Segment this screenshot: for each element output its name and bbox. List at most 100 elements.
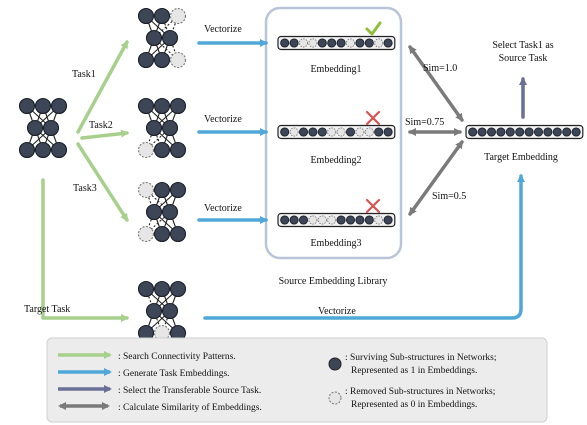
embedding-bit-1 — [524, 127, 534, 137]
surviving-node — [169, 181, 187, 199]
surviving-node — [137, 280, 155, 298]
embedding-bit-0 — [308, 38, 318, 48]
embedding-bit-0 — [374, 38, 384, 48]
embedding1-bar — [277, 35, 396, 51]
embedding-bit-1 — [336, 38, 346, 48]
surviving-node — [137, 7, 155, 25]
removed-node — [169, 7, 187, 25]
surviving-node — [145, 302, 163, 320]
embedding-bit-1 — [571, 127, 581, 137]
embedding-bit-1 — [515, 127, 525, 137]
legend-box — [46, 337, 548, 423]
legend-select: : Select the Transferable Source Task. — [118, 385, 261, 396]
surviving-node — [153, 280, 171, 298]
legend-search: : Search Connectivity Patterns. — [118, 352, 236, 362]
embedding-bit-1 — [355, 38, 365, 48]
select-label-line1: Select Task1 as — [492, 40, 553, 51]
surviving-node — [145, 119, 163, 137]
surviving-node — [50, 141, 68, 159]
surviving-node — [161, 203, 179, 221]
legend-surviving-1: : Surviving Sub-structures in Networks; — [345, 353, 496, 363]
embedding-bit-1 — [383, 38, 393, 48]
task3-network — [137, 181, 187, 243]
legend-surviving-2: Represented as 1 in Embeddings. — [351, 366, 477, 376]
embedding-bit-1 — [505, 127, 515, 137]
embedding-bit-1 — [289, 38, 299, 48]
sim2-label: Sim=0.75 — [405, 117, 444, 128]
vectorize-label-3: Vectorize — [204, 203, 242, 214]
embedding-bit-1 — [317, 38, 327, 48]
target-embedding-label: Target Embedding — [484, 152, 558, 163]
embedding-bit-0 — [298, 38, 309, 48]
surviving-node — [169, 97, 187, 115]
embedding-bar-frame — [277, 124, 396, 140]
surviving-node — [153, 7, 171, 25]
embedding-bit-1 — [496, 127, 506, 137]
arrow-task3-search — [76, 142, 129, 222]
embedding-bit-0 — [327, 215, 337, 225]
embedding-bit-0 — [345, 38, 356, 48]
embedding3-label: Embedding3 — [310, 238, 361, 249]
embedding-bit-1 — [345, 127, 356, 137]
surviving-node — [161, 29, 179, 47]
embedding-bar-frame — [465, 124, 584, 140]
embedding-bit-1 — [486, 127, 497, 137]
task1-network — [137, 7, 187, 69]
vectorize-label-1: Vectorize — [204, 24, 242, 35]
embedding-bit-1 — [308, 127, 318, 137]
embedding-bit-1 — [364, 38, 374, 48]
embedding-bit-1 — [355, 215, 365, 225]
surviving-node — [153, 97, 171, 115]
embedding-bit-1 — [364, 215, 374, 225]
embedding-bit-1 — [280, 215, 290, 225]
sim3-label: Sim=0.5 — [432, 191, 466, 202]
embedding-bit-0 — [336, 127, 346, 137]
embedding3-bar — [277, 212, 396, 228]
legend-surviving-node-icon — [328, 357, 342, 371]
embedding-bar-frame — [277, 35, 396, 51]
task3-label: Task3 — [73, 183, 97, 194]
embedding-bit-1 — [327, 38, 337, 48]
legend-removed-2: Represented as 0 in Embeddings. — [351, 400, 477, 410]
source-network — [18, 97, 68, 159]
cross-icon — [365, 198, 381, 214]
embedding2-bar — [277, 124, 396, 140]
embedding-bit-1 — [477, 127, 487, 137]
surviving-node — [169, 225, 187, 243]
surviving-node — [161, 119, 179, 137]
task2-network — [137, 97, 187, 159]
embedding-bit-1 — [317, 127, 327, 137]
arrow-target-search — [41, 178, 129, 322]
target-task-label: Target Task — [24, 304, 70, 315]
embedding-bit-0 — [289, 127, 299, 137]
surviving-node — [50, 97, 68, 115]
task2-label: Task2 — [89, 120, 113, 131]
surviving-node — [18, 141, 36, 159]
removed-node — [137, 225, 155, 243]
surviving-node — [34, 141, 52, 159]
arrow-task2-search — [80, 129, 129, 140]
legend-similarity: : Calculate Similarity of Embeddings. — [118, 402, 262, 413]
embedding-bit-0 — [374, 215, 384, 225]
check-icon — [365, 21, 382, 36]
embedding-bar-frame — [277, 212, 396, 228]
arrow-task1-search — [76, 40, 129, 134]
removed-node — [169, 51, 187, 69]
surviving-node — [153, 225, 171, 243]
sim1-label: Sim=1.0 — [423, 63, 457, 74]
removed-node — [137, 181, 155, 199]
surviving-node — [169, 141, 187, 159]
surviving-node — [34, 97, 52, 115]
embedding-bit-1 — [336, 215, 346, 225]
arrow-vectorize-target — [203, 174, 525, 320]
embedding-bit-0 — [327, 127, 337, 137]
embedding-bit-1 — [280, 38, 290, 48]
embedding-bit-1 — [289, 215, 299, 225]
library-label: Source Embedding Library — [279, 276, 388, 287]
embedding-bit-0 — [355, 127, 365, 137]
removed-node — [137, 141, 155, 159]
surviving-node — [137, 51, 155, 69]
surviving-node — [145, 29, 163, 47]
surviving-node — [137, 97, 155, 115]
embedding-bit-1 — [562, 127, 572, 137]
